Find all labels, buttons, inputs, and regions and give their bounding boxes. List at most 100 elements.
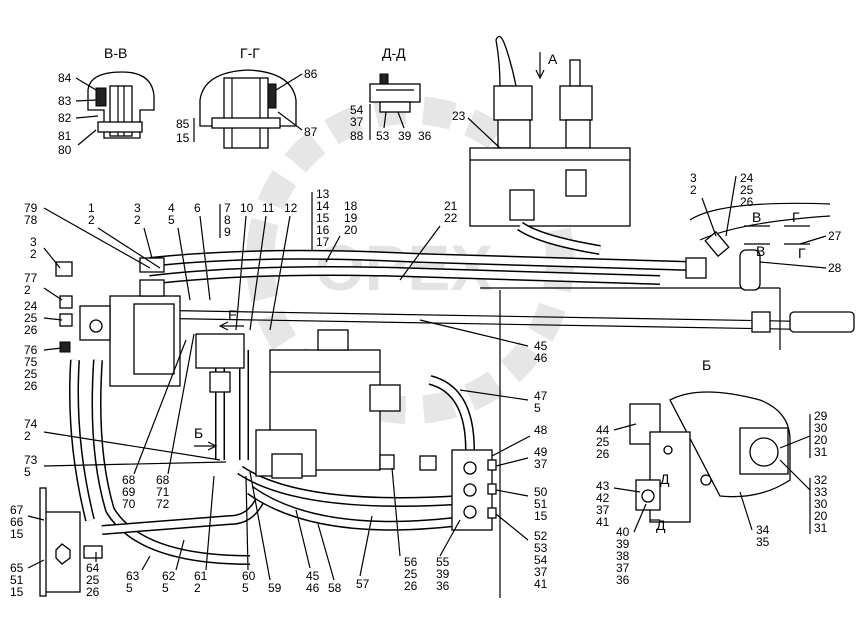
callout-number: 3 [30,235,37,249]
callout-number: 46 [534,351,548,365]
callout-number: 36 [418,129,432,143]
callout-number: 23 [452,109,466,123]
flow-mark-v: В [752,209,761,225]
callout-number: 62 [162,569,176,583]
callout-number: 37 [350,115,364,129]
section-gg: Г-Г [199,45,297,149]
callout-number: 78 [24,213,38,227]
callout-number: 3 [134,201,141,215]
view-b: Б Д Д [629,357,791,533]
callout-number: 54 [534,553,548,567]
callouts-right: 3 2 24 25 26 27 28 45 46 47 5 48 49 37 5… [419,171,842,591]
callout-number: 41 [534,577,548,591]
callout-number: 55 [436,555,450,569]
flow-mark-d2: Д [656,517,666,533]
callout-number: 15 [316,211,330,225]
hose-lines [69,221,841,598]
callouts-view-b: 44 25 26 43 42 37 41 40 39 38 37 36 29 3… [596,409,828,587]
callout-number: 35 [756,535,770,549]
callout-number: 25 [86,573,100,587]
pipe-right [685,202,855,333]
callout-number: 53 [376,129,390,143]
tank-left [39,487,103,597]
callout-number: 81 [58,129,72,143]
callout-number: 40 [616,525,630,539]
callout-number: 86 [304,67,318,81]
callout-number: 37 [596,503,610,517]
callouts-bottom-row: 64 25 26 63 5 62 5 61 2 60 5 59 45 46 58… [86,467,461,599]
callout-number: 12 [284,201,298,215]
callout-number: 2 [88,213,95,227]
callout-number: 64 [86,561,100,575]
callout-number: 73 [24,453,38,467]
callout-number: 54 [350,103,364,117]
callout-number: 22 [444,211,458,225]
callout-number: 18 [344,199,358,213]
callout-number: 82 [58,111,72,125]
callout-number: 66 [10,515,24,529]
callout-number: 75 [24,355,38,369]
callout-number: 15 [10,585,24,599]
callout-number: 47 [534,389,548,403]
callout-number: 25 [740,183,754,197]
callouts-gg: 85 15 86 87 [176,67,318,145]
callout-number: 67 [10,503,24,517]
callout-number: 2 [194,581,201,595]
distributor-block [379,449,497,531]
callout-number: 41 [596,515,610,529]
callout-number: 27 [828,229,842,243]
callouts-bb: 84 83 82 81 80 [58,71,99,157]
callout-number: 52 [534,529,548,543]
callout-number: 74 [24,417,38,431]
callout-number: 60 [242,569,256,583]
callout-number: 72 [156,497,170,511]
callout-number: 25 [24,311,38,325]
callout-number: 3 [690,171,697,185]
callout-number: 46 [306,581,320,595]
section-gg-title: Г-Г [240,45,260,61]
callouts-mid-left: 68 69 70 68 71 72 [122,333,195,511]
callouts-top-row: 79 78 1 2 3 2 4 5 6 7 8 9 10 11 12 13 14… [24,187,458,331]
callout-number: 26 [740,195,754,209]
callout-number: 26 [596,447,610,461]
callout-number: 26 [86,585,100,599]
callout-number: 29 [814,409,828,423]
callout-number: 26 [24,323,38,337]
callout-number: 24 [740,171,754,185]
callout-number: 37 [534,457,548,471]
callout-number: 2 [24,283,31,297]
flow-mark-e: Е [228,307,237,323]
callout-number: 84 [58,71,72,85]
callout-number: 48 [534,423,548,437]
callout-number: 43 [596,479,610,493]
callout-number: 25 [596,435,610,449]
callout-number: 33 [814,485,828,499]
callout-number: 30 [814,497,828,511]
callout-number: 20 [814,509,828,523]
callout-number: 42 [596,491,610,505]
callout-number: 61 [194,569,208,583]
callout-number: 49 [534,445,548,459]
callout-number: 25 [404,567,418,581]
callout-number: 6 [194,201,201,215]
callout-number: 31 [814,445,828,459]
callout-number: 9 [224,225,231,239]
callout-number: 2 [134,213,141,227]
callout-number: 2 [690,183,697,197]
callout-number: 69 [122,485,136,499]
callout-number: 36 [616,573,630,587]
callout-number: 39 [616,537,630,551]
callout-number: 39 [436,567,450,581]
callout-number: 25 [24,367,38,381]
callout-number: 51 [10,573,24,587]
callout-number: 53 [534,541,548,555]
callout-number: 59 [268,581,282,595]
callout-number: 45 [306,569,320,583]
callout-number: 76 [24,343,38,357]
callout-number: 5 [534,401,541,415]
callout-number: 88 [350,129,364,143]
callout-number: 10 [240,201,254,215]
callout-number: 68 [156,473,170,487]
callout-number: 26 [24,379,38,393]
